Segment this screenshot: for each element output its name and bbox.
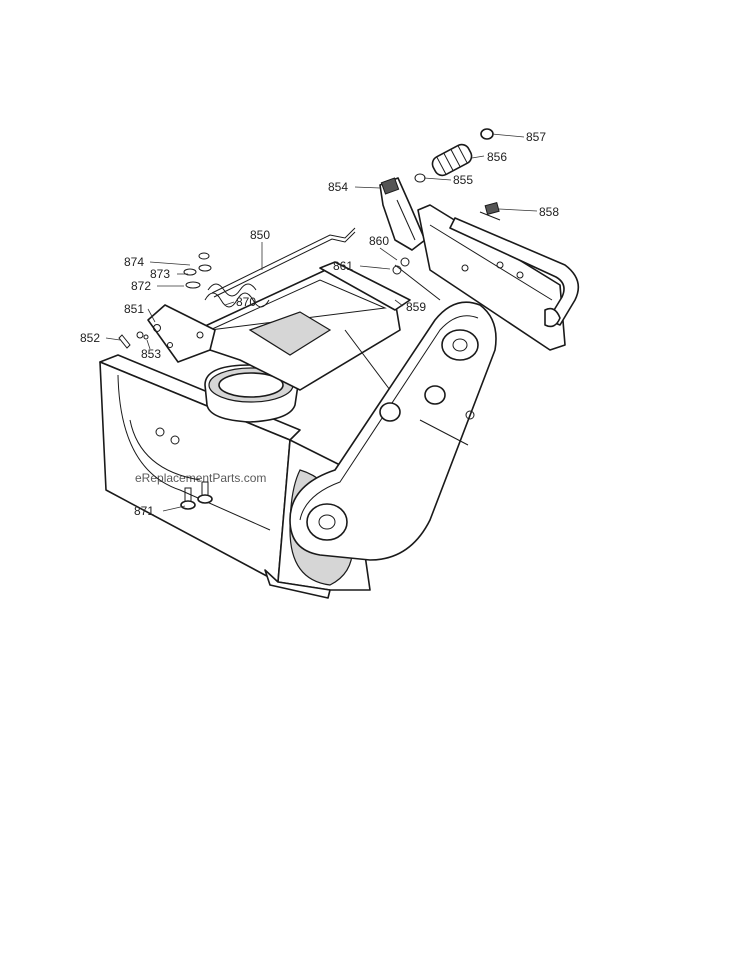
callout-850: 850 xyxy=(250,228,270,242)
callout-856: 856 xyxy=(487,150,507,164)
chute-opening xyxy=(204,364,299,423)
callout-852: 852 xyxy=(80,331,100,345)
callout-874: 874 xyxy=(124,255,144,269)
callout-872: 872 xyxy=(131,279,151,293)
callout-870: 870 xyxy=(236,295,256,309)
callout-857: 857 xyxy=(526,130,546,144)
callout-855: 855 xyxy=(453,173,473,187)
left-bracket xyxy=(118,304,216,363)
callout-871: 871 xyxy=(134,504,154,518)
callout-labels: 850 851 852 853 854 855 856 857 858 859 … xyxy=(80,130,559,518)
callout-851: 851 xyxy=(124,302,144,316)
callout-860: 860 xyxy=(369,234,389,248)
leader-lines xyxy=(105,133,538,512)
frame-plate xyxy=(174,261,411,391)
callout-873: 873 xyxy=(150,267,170,281)
callout-854: 854 xyxy=(328,180,348,194)
control-rod xyxy=(211,227,356,298)
spring-assembly xyxy=(183,252,270,308)
handle-bracket xyxy=(417,201,580,351)
callout-861: 861 xyxy=(333,259,353,273)
bolts xyxy=(180,481,213,510)
callout-859: 859 xyxy=(406,300,426,314)
callout-858: 858 xyxy=(539,205,559,219)
watermark-text: eReplacementParts.com xyxy=(135,471,266,485)
callout-853: 853 xyxy=(141,347,161,361)
side-plate xyxy=(289,257,497,561)
